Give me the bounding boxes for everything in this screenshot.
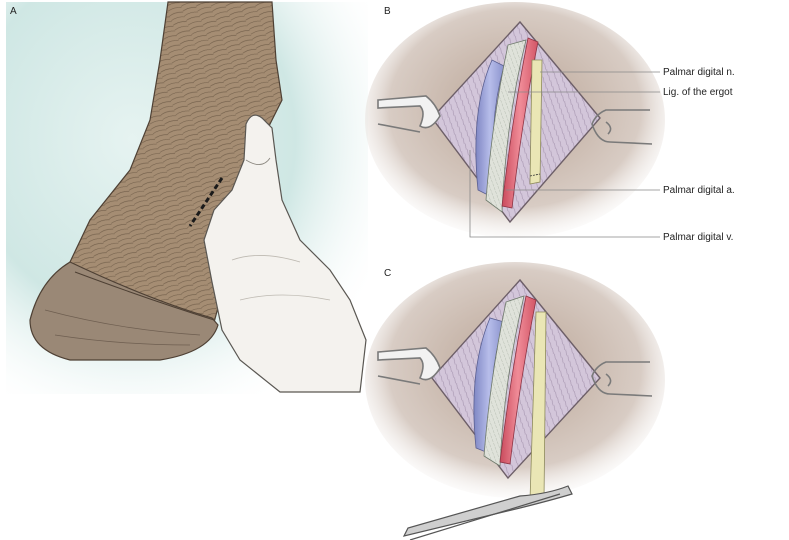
retractor-right — [591, 109, 653, 145]
retractor-left — [377, 95, 441, 133]
retractor-right-c — [591, 361, 653, 397]
panel-a-letter: A — [10, 6, 17, 17]
nerve-cut-mark — [529, 173, 541, 177]
thumb-crease — [245, 157, 271, 165]
forceps-jaw — [409, 493, 561, 540]
palmar-digital-nerve — [529, 59, 543, 185]
incision-line — [188, 177, 224, 227]
hoof — [29, 261, 219, 361]
label-palmar-digital-artery: Palmar digital a. — [663, 185, 735, 196]
leader-vein — [469, 150, 660, 238]
palmar-digital-artery — [501, 37, 539, 209]
gloved-hand — [203, 114, 367, 393]
hoof-line — [44, 309, 201, 336]
coronary-band — [74, 271, 215, 321]
label-palmar-digital-vein: Palmar digital v. — [663, 232, 733, 243]
forceps — [402, 485, 573, 537]
panel-b-letter: B — [384, 6, 391, 17]
panel-a: A — [6, 1, 368, 394]
panel-c: C — [365, 262, 665, 540]
glove-fold — [231, 255, 301, 263]
retractor-left-c — [377, 347, 441, 385]
ergot-ligament-c — [483, 295, 525, 467]
palmar-digital-artery-c — [499, 295, 537, 465]
hoof-line — [54, 334, 191, 346]
glove-fold — [239, 294, 331, 301]
label-palmar-digital-nerve: Palmar digital n. — [663, 67, 735, 78]
label-ergot-ligament: Lig. of the ergot — [663, 87, 733, 98]
panel-c-letter: C — [384, 268, 391, 279]
ergot-ligament — [485, 39, 527, 213]
panel-b: B Palmar digital n. Lig. of the ergot Pa… — [365, 2, 735, 243]
